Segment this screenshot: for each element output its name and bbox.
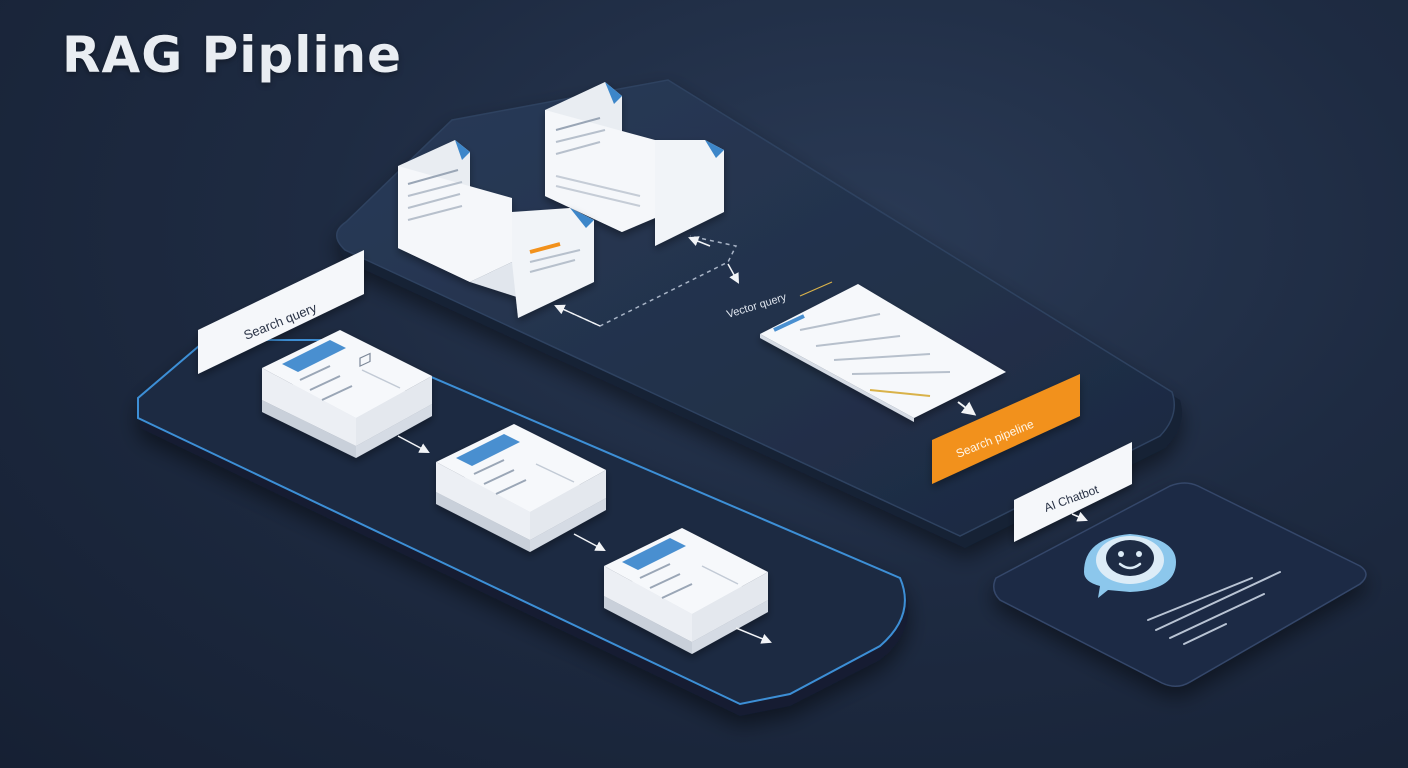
chatbot-text-lines: [1147, 571, 1281, 645]
arrow-icon: [1071, 511, 1088, 522]
search-query-tag: [198, 250, 364, 374]
folder-icon: [545, 82, 724, 246]
chatbot-card: [993, 482, 1367, 687]
arrow-icon: [727, 263, 740, 284]
search-pipeline-tag: [932, 374, 1080, 484]
arrow-icon: [397, 435, 430, 453]
arrow-icon: [688, 236, 711, 247]
document-stack-icon: [262, 330, 432, 458]
arrow-icon: [957, 401, 977, 416]
arrow-icon: [554, 304, 601, 327]
ai-chatbot-tag: [1014, 442, 1132, 542]
page-title: RAG Pipline: [62, 26, 403, 84]
document-stack-icon: [436, 424, 606, 552]
folder-icon: [398, 140, 594, 318]
result-document: [760, 284, 1006, 422]
arrow-icon: [573, 533, 606, 551]
arrow-icon: [735, 627, 772, 644]
document-stack-icon: [604, 528, 768, 654]
chat-bubble-icon: [1084, 534, 1176, 598]
label-underline: [799, 281, 833, 297]
